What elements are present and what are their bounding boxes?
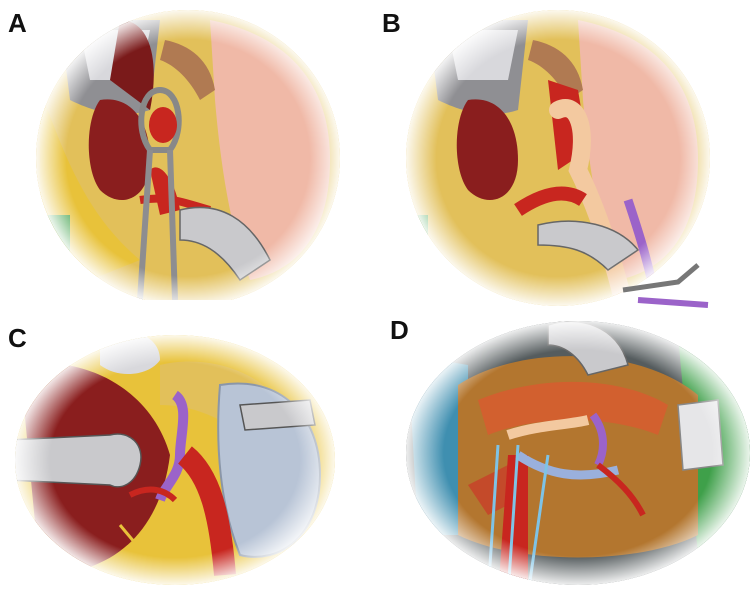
panel-b: B — [378, 0, 756, 310]
panel-c-illustration — [15, 335, 335, 585]
panel-label-c: C — [8, 323, 27, 353]
panel-a: A — [0, 0, 378, 300]
panel-label-d: D — [390, 315, 409, 345]
panel-d-illustration — [406, 321, 750, 585]
panel-label-b: B — [382, 8, 401, 38]
panel-d: D — [378, 305, 756, 591]
panel-label-a: A — [8, 8, 27, 38]
panel-a-illustration — [36, 10, 340, 300]
panel-b-illustration — [406, 10, 710, 308]
panel-c: C — [0, 305, 378, 591]
